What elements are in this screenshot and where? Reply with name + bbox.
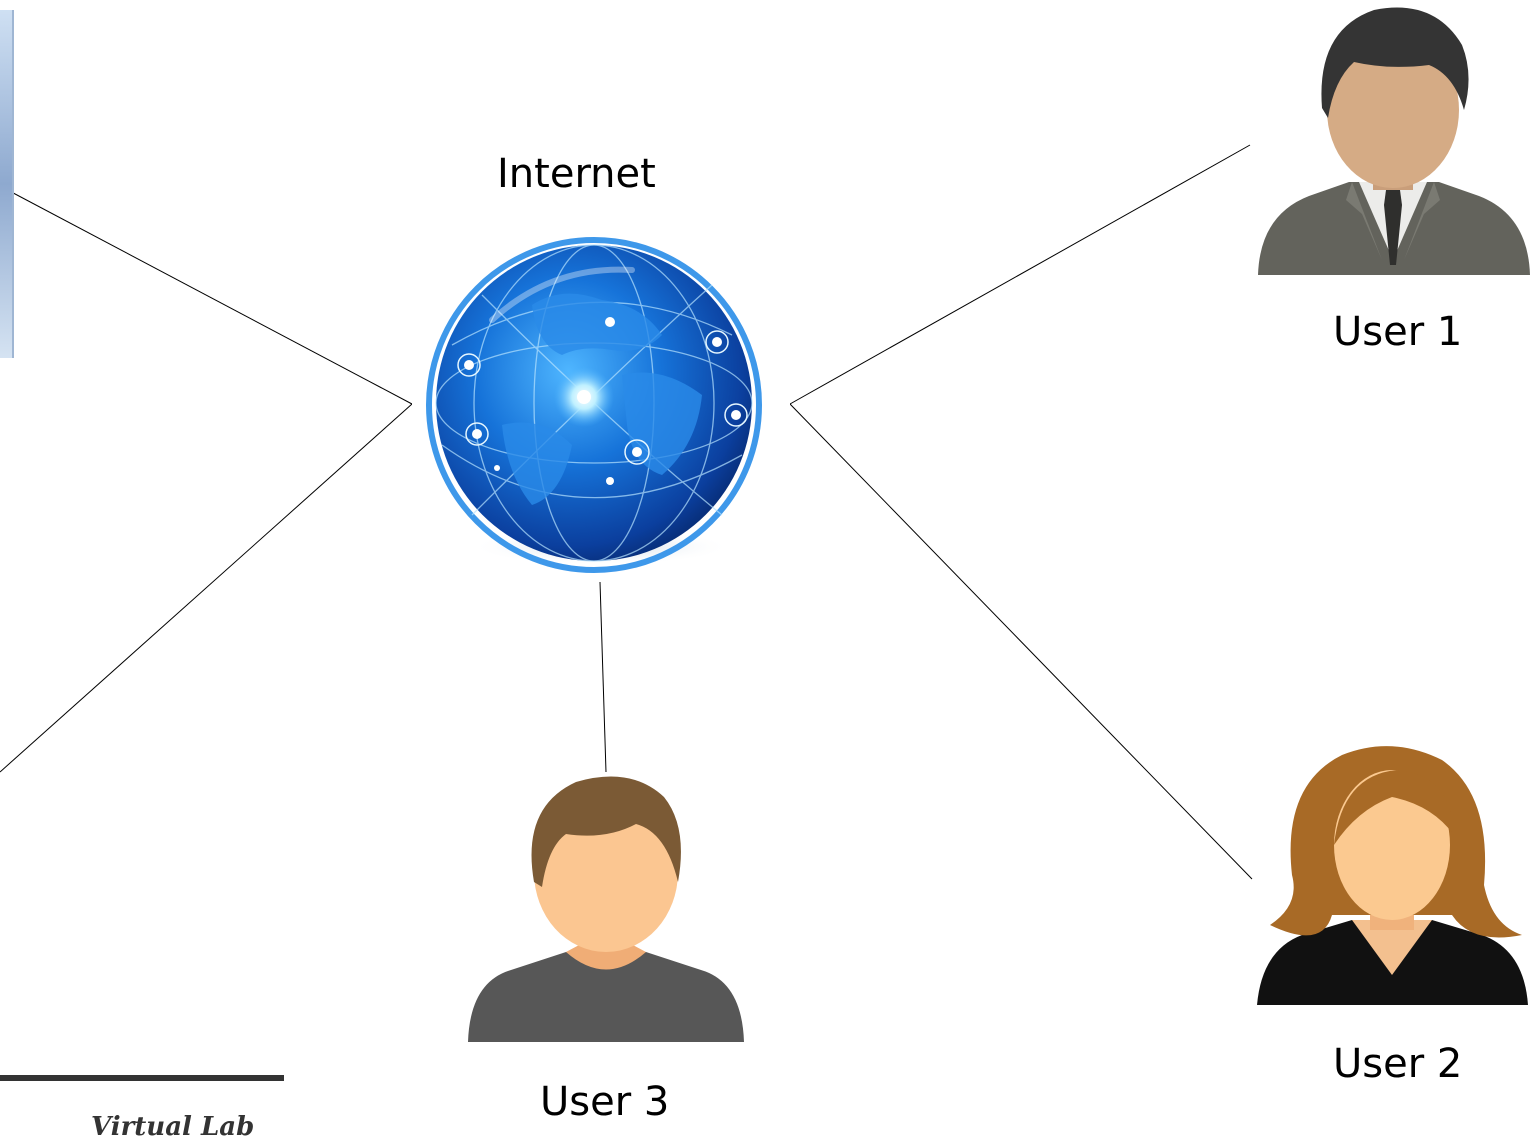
internet-label: Internet — [497, 151, 656, 197]
user3-label: User 3 — [540, 1079, 670, 1125]
line-user1 — [789, 144, 1251, 405]
user1-label: User 1 — [1333, 309, 1463, 355]
footer-rule — [0, 1075, 284, 1081]
line-user2 — [789, 403, 1253, 880]
globe-icon — [412, 225, 790, 582]
line-left-bottom — [0, 403, 413, 773]
male-user-suit-icon — [1254, 0, 1532, 290]
line-user3 — [599, 581, 607, 773]
user2-label: User 2 — [1333, 1041, 1463, 1087]
female-user-icon — [1252, 735, 1532, 1013]
server-icon — [0, 10, 14, 358]
line-left-top — [0, 185, 413, 405]
footer-text: Virtual Lab — [91, 1112, 255, 1142]
male-user-icon — [456, 772, 756, 1050]
